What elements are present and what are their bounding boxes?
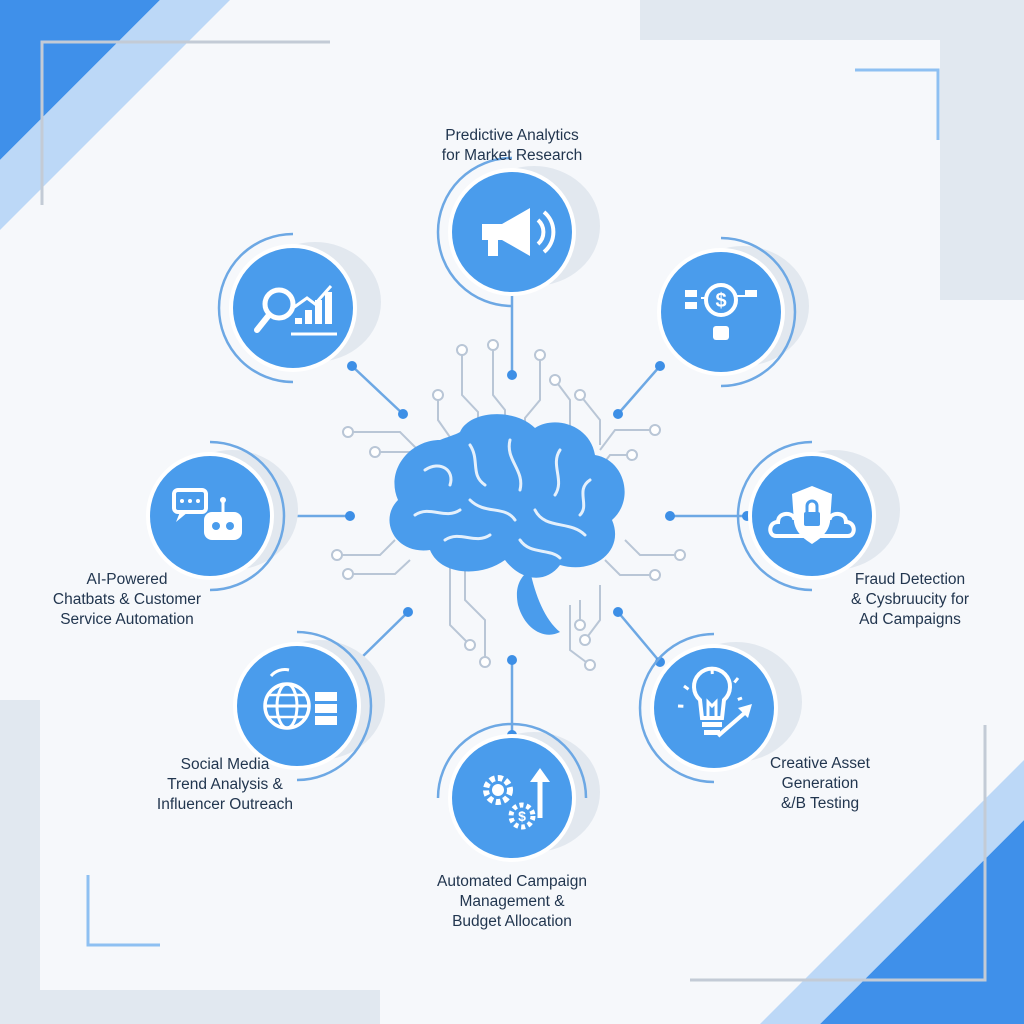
- label-line: Creative Asset: [770, 755, 870, 772]
- node-label-top: Predictive Analytics for Market Research: [392, 126, 632, 166]
- label-line: Influencer Outreach: [156, 796, 294, 813]
- node-ring: [436, 722, 588, 799]
- label-line: Predictive Analytics: [445, 127, 579, 144]
- label-line: Social Media: [180, 756, 270, 773]
- connector-dots: [345, 361, 752, 740]
- node-top: [436, 156, 600, 308]
- label-line: for Market Research: [441, 147, 583, 164]
- shield-lock-cloud-icon: [768, 486, 856, 544]
- node-ring: [296, 630, 373, 782]
- node-right: [736, 440, 900, 592]
- node-upper-left: [217, 232, 381, 384]
- node-circle: [452, 738, 572, 858]
- node-circle: [661, 252, 781, 372]
- svg-text:$: $: [715, 290, 726, 312]
- label-line: AI-Powered: [86, 571, 168, 588]
- globe-servers-icon: [263, 668, 337, 730]
- node-ring: [209, 440, 286, 592]
- label-line: Automated Campaign: [437, 873, 587, 890]
- label-line: Generation: [781, 775, 859, 792]
- brain-circuit-icon: [389, 414, 625, 635]
- label-line: Chatbats & Customer: [52, 591, 202, 608]
- node-ring: [638, 632, 715, 784]
- lightbulb-arrow-icon: [677, 666, 752, 738]
- label-line: Budget Allocation: [452, 913, 572, 930]
- megaphone-icon: [482, 208, 556, 256]
- node-label-lower-left: Social Media Trend Analysis & Influencer…: [120, 755, 330, 815]
- label-line: Fraud Detection: [854, 571, 966, 588]
- node-bottom: $: [436, 722, 600, 862]
- node-label-lower-right: Creative Asset Generation &/B Testing: [720, 754, 920, 814]
- label-line: Service Automation: [60, 611, 194, 628]
- label-line: Ad Campaigns: [859, 611, 961, 628]
- node-upper-right: $: [657, 236, 809, 388]
- node-ring: [720, 236, 797, 388]
- label-line: Management &: [459, 893, 565, 910]
- node-label-left: AI-Powered Chatbats & Customer Service A…: [22, 570, 232, 630]
- node-ring: [436, 156, 513, 308]
- money-flowchart-icon: $: [685, 283, 757, 340]
- node-circle: [654, 648, 774, 768]
- connectors: [273, 295, 747, 735]
- svg-text:$: $: [518, 808, 526, 824]
- circuit-nodes: [331, 339, 686, 671]
- node-left: [146, 440, 298, 592]
- label-line: &/B Testing: [780, 795, 860, 812]
- node-label-right: Fraud Detection & Cysbruucity for Ad Cam…: [800, 570, 1020, 630]
- node-ring: [217, 232, 294, 384]
- node-ring: [736, 440, 813, 592]
- magnifier-growth-chart-icon: [254, 285, 337, 336]
- label-line: & Cysbruucity for: [850, 591, 969, 608]
- label-line: Trend Analysis &: [167, 776, 283, 793]
- node-label-bottom: Automated Campaign Management & Budget A…: [400, 872, 624, 932]
- chatbot-icon: [172, 488, 242, 540]
- node-lower-left: [233, 630, 385, 782]
- gears-dollar-arrow-icon: $: [483, 768, 550, 830]
- node-lower-right: [638, 632, 802, 784]
